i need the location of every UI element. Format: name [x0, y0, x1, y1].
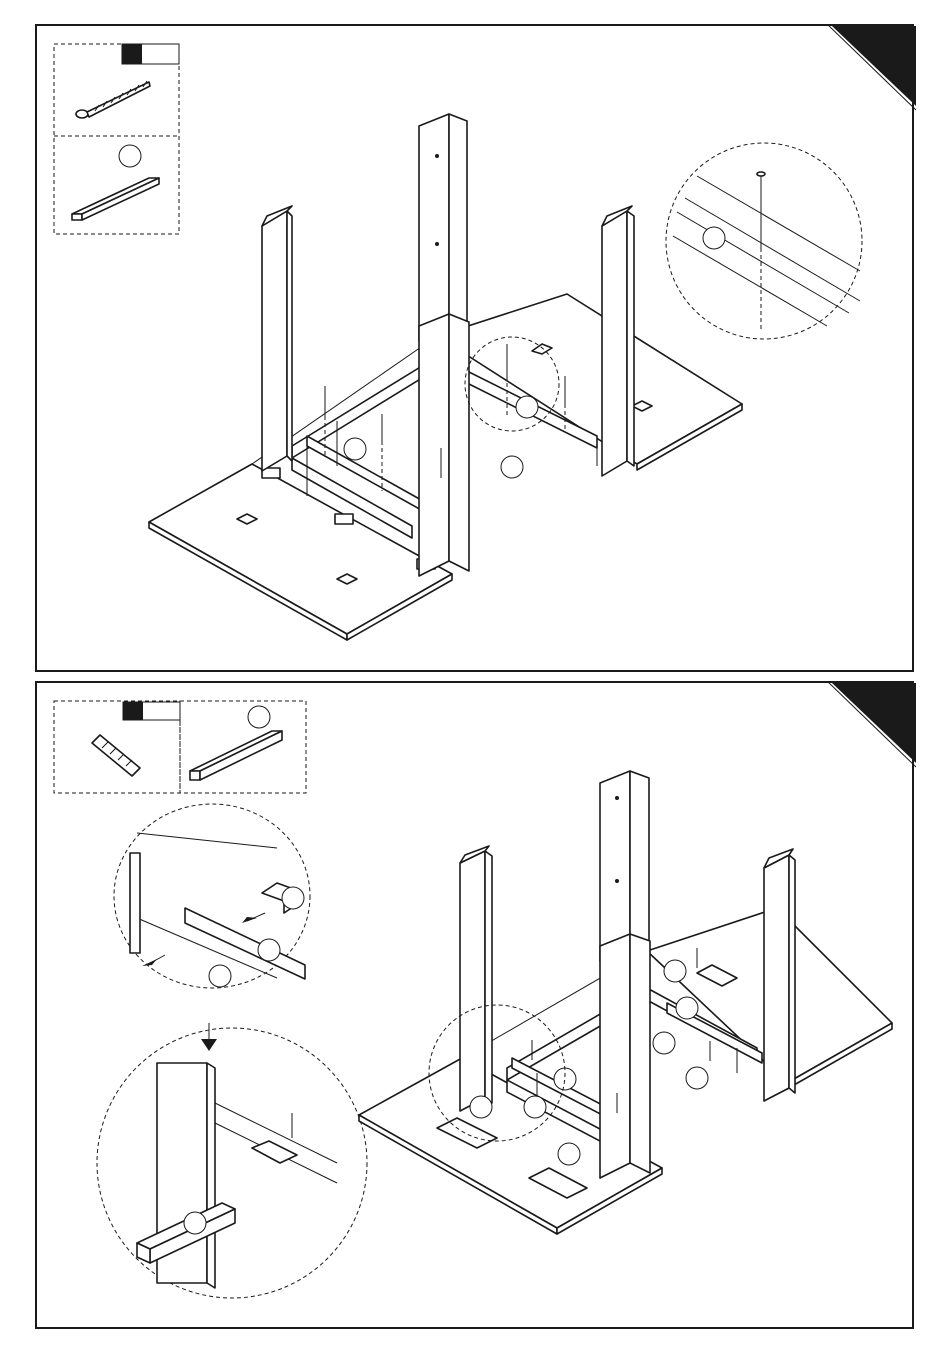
part-callout-circle: [501, 456, 523, 478]
quantity-label: [122, 44, 179, 64]
part-callout-circle: [258, 939, 280, 961]
screw-icon: [76, 81, 150, 118]
part-callout-circle: [282, 887, 304, 909]
part-callout-circle: [703, 227, 725, 249]
part-callout-circle: [516, 396, 538, 418]
detail-magnifier: [114, 804, 310, 988]
part-callout-circle: [344, 438, 366, 460]
part-callout-circle: [209, 965, 231, 987]
arrow-down-icon: [201, 1023, 217, 1051]
part-callout-circle: [686, 1067, 708, 1089]
dowel-icon: [92, 735, 140, 776]
detail-magnifier: [666, 143, 862, 339]
rail-icon: [190, 731, 282, 780]
rail-icon: [72, 178, 159, 220]
step-number-tab: [827, 26, 916, 110]
part-callout-circle: [248, 706, 270, 728]
arrow-icon: [142, 959, 157, 966]
assembly-step-panel-2: [35, 681, 914, 1329]
table-leg: [602, 206, 634, 476]
part-callout-circle: [558, 1143, 580, 1165]
detail-magnifier: [97, 1028, 367, 1298]
step-number-tab: [827, 683, 916, 767]
part-callout-circle: [653, 1032, 675, 1054]
part-callout-circle: [664, 960, 686, 982]
assembly-step-panel-1: [35, 24, 914, 672]
part-callout-circle: [524, 1096, 546, 1118]
part-callout-circle: [676, 997, 698, 1019]
table-leg: [419, 114, 469, 576]
quantity-label: [123, 702, 180, 720]
part-callout-circle: [184, 1212, 206, 1234]
table-leg: [262, 206, 292, 471]
table-leg: [600, 771, 650, 1178]
part-callout-circle: [554, 1068, 576, 1090]
parts-list-box: [54, 44, 179, 234]
parts-list-box: [54, 701, 306, 793]
part-callout-circle: [119, 145, 141, 167]
part-callout-circle: [470, 1096, 492, 1118]
table-leg: [764, 849, 795, 1101]
table-leg: [460, 846, 492, 1111]
